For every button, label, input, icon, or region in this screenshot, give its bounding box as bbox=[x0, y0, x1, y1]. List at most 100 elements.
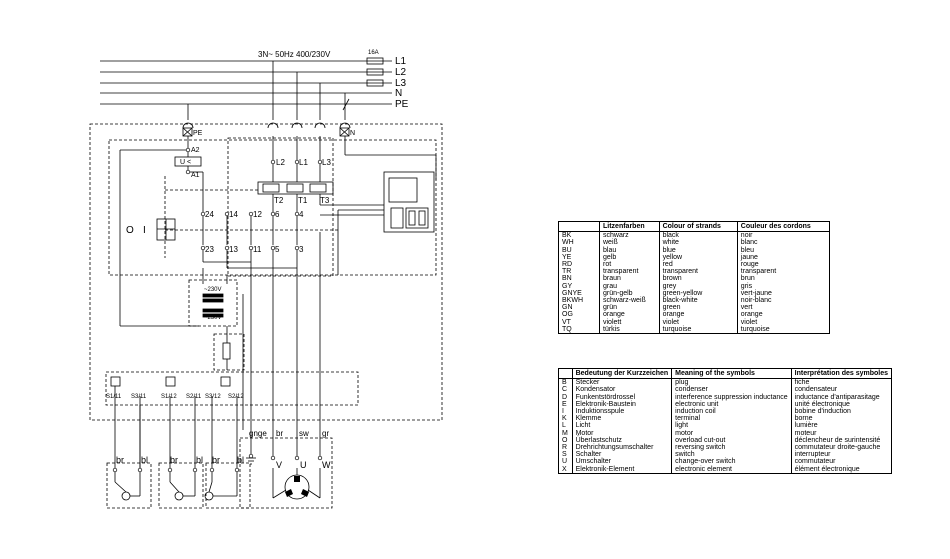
strand-header-code bbox=[558, 221, 600, 233]
row-text: gelb bbox=[599, 253, 660, 262]
row-code: YE bbox=[562, 253, 572, 261]
terminal-label-s1-12: S1/12 bbox=[161, 394, 177, 400]
terminal-label-s2-12: S2/12 bbox=[228, 394, 244, 400]
fuse-l2 bbox=[366, 68, 384, 76]
row-text: violett bbox=[599, 318, 660, 326]
row-text: condensateur bbox=[790, 386, 892, 394]
contact-label-11: 11 bbox=[253, 245, 262, 254]
row-text: induction coil bbox=[671, 408, 792, 416]
overload-unit bbox=[383, 171, 435, 233]
row-text: change-over switch bbox=[671, 458, 792, 466]
row-text: blanc bbox=[736, 239, 830, 247]
contact-label-4: 4 bbox=[299, 210, 304, 219]
row-code: TR bbox=[562, 268, 572, 276]
row-text: terminal bbox=[671, 415, 792, 423]
terminal-label-s3-12: S3/12 bbox=[205, 394, 221, 400]
line-label-l2: L2 bbox=[395, 67, 407, 78]
row-text: Elektronik-Element bbox=[571, 465, 672, 474]
row-text: reversing switch bbox=[671, 444, 792, 452]
row-code: BU bbox=[562, 246, 572, 254]
motor-terminal-u: U bbox=[300, 460, 307, 470]
row-text: interference suppression inductance bbox=[671, 393, 792, 401]
transformer-label-1: ~230V bbox=[204, 287, 222, 293]
row-code: K bbox=[562, 415, 567, 423]
row-text: grün-gelb bbox=[599, 289, 660, 298]
machine-frame bbox=[89, 123, 443, 421]
row-text: plug bbox=[671, 378, 792, 387]
terminal-label-s1-11: S1/11 bbox=[106, 394, 122, 400]
symbol-meaning-table: Bedeutung der Kurzzeichen Meaning of the… bbox=[558, 368, 892, 474]
motor-terminal-v: V bbox=[276, 460, 282, 470]
switch-wire-bl-1: bl bbox=[141, 455, 148, 465]
row-text: fiche bbox=[790, 378, 892, 387]
row-code: O bbox=[562, 436, 568, 444]
wire-label-gnge: gnge bbox=[249, 429, 267, 438]
contact-label-14: 14 bbox=[229, 210, 238, 219]
row-text: élément électronique bbox=[790, 465, 892, 474]
row-text: Motor bbox=[571, 429, 672, 437]
strand-header-de: Litzenfarben bbox=[599, 221, 660, 233]
row-text: Induktionsspule bbox=[571, 408, 672, 416]
symbol-header-en: Meaning of the symbols bbox=[671, 368, 792, 380]
row-text: braun bbox=[599, 275, 660, 283]
row-text: weiß bbox=[599, 239, 660, 247]
terminal-label-s3-11: S3/11 bbox=[131, 394, 147, 400]
switch-wire-br-1: br bbox=[116, 455, 124, 465]
row-text: transparent bbox=[736, 268, 830, 276]
row-text: grau bbox=[599, 282, 660, 290]
row-text: inductance d'antiparasitage bbox=[790, 393, 892, 401]
row-text: brown bbox=[658, 275, 738, 283]
row-code: OG bbox=[562, 311, 573, 319]
contact-label-24: 24 bbox=[205, 210, 214, 219]
row-text: red bbox=[658, 261, 738, 269]
row-text: turquoise bbox=[658, 325, 738, 334]
line-label-pe: PE bbox=[395, 99, 409, 110]
button-label-i: I bbox=[143, 225, 146, 236]
row-code: RD bbox=[562, 261, 573, 269]
row-text: gris bbox=[736, 282, 830, 290]
row-code: WH bbox=[562, 239, 574, 247]
row-text: grey bbox=[658, 282, 738, 290]
symbol-header-code bbox=[558, 368, 573, 380]
row-text: schwarz bbox=[599, 231, 660, 240]
wire-label-sw: sw bbox=[299, 429, 309, 438]
row-text: interrupteur bbox=[790, 451, 892, 459]
row-text: brun bbox=[736, 275, 830, 283]
motor-terminal-w: W bbox=[322, 460, 331, 470]
row-text: black bbox=[658, 231, 738, 240]
switch-s1 bbox=[106, 462, 152, 509]
strand-colour-table: Litzenfarben Colour of strands Couleur d… bbox=[558, 221, 830, 335]
row-code: D bbox=[562, 393, 568, 401]
row-code: BN bbox=[562, 275, 572, 283]
row-text: bobine d'induction bbox=[790, 408, 892, 416]
strand-header-en: Colour of strands bbox=[658, 221, 738, 233]
row-text: orange bbox=[599, 311, 660, 319]
capacitor bbox=[222, 342, 231, 360]
row-code: TQ bbox=[562, 325, 572, 333]
row-code: VT bbox=[562, 318, 571, 326]
transformer-label-2: ~230V bbox=[204, 315, 222, 321]
row-text: light bbox=[671, 422, 792, 430]
row-text: Kondensator bbox=[571, 386, 672, 394]
switch-s2 bbox=[158, 462, 204, 509]
fuse-l1 bbox=[366, 57, 384, 65]
row-text: rot bbox=[599, 261, 660, 269]
row-text: Schalter bbox=[571, 451, 672, 459]
